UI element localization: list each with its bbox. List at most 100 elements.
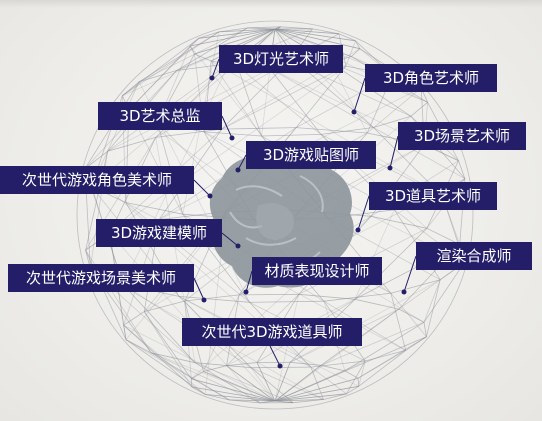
leader-dot: [201, 297, 207, 303]
mesh-line: [107, 137, 156, 152]
tag-material-designer: 材质表现设计师: [252, 257, 382, 285]
mesh-line: [338, 33, 356, 42]
mesh-line: [354, 209, 395, 300]
mesh-line: [138, 27, 248, 83]
leader-dot: [401, 289, 407, 295]
mesh-line: [274, 370, 346, 402]
mesh-line: [357, 378, 360, 387]
mesh-line: [320, 364, 345, 372]
mesh-line: [205, 394, 230, 401]
mesh-line: [256, 362, 276, 402]
mesh-line: [344, 336, 427, 372]
leader-line: [389, 135, 399, 169]
label-leader-lines: [193, 58, 417, 369]
mesh-line: [122, 284, 196, 363]
leader-dot: [387, 165, 393, 171]
mesh-line: [259, 400, 276, 404]
mesh-line: [191, 386, 276, 402]
mesh-line: [155, 128, 222, 138]
mesh-line: [125, 339, 152, 354]
mesh-line: [354, 298, 399, 310]
mesh-line: [259, 400, 276, 404]
mesh-line: [221, 127, 297, 130]
mesh-line: [398, 262, 465, 310]
mesh-line: [191, 386, 276, 402]
mesh-line: [176, 27, 248, 71]
mesh-line: [191, 371, 204, 380]
mesh-line: [269, 67, 374, 128]
tag-nextgen-character-artist: 次世代游戏角色美术师: [0, 166, 194, 194]
leader-line: [353, 77, 366, 113]
mesh-line: [390, 292, 427, 338]
leader-dot: [243, 289, 249, 295]
mesh-line: [366, 87, 422, 134]
mesh-line: [274, 294, 300, 402]
mesh-line: [228, 399, 276, 402]
mesh-line: [150, 352, 276, 402]
leader-line: [211, 58, 220, 79]
leader-dot: [351, 109, 357, 115]
mesh-line: [191, 378, 276, 402]
mesh-line: [184, 294, 240, 302]
mesh-line: [150, 352, 261, 404]
mesh-line: [189, 45, 195, 55]
mesh-line: [123, 324, 193, 388]
mesh-line: [330, 62, 368, 134]
mesh-line: [373, 115, 412, 128]
leader-dot: [229, 135, 235, 141]
mesh-line: [194, 362, 261, 404]
mesh-line: [237, 65, 322, 135]
mesh-line: [205, 394, 276, 402]
mesh-line: [458, 160, 466, 179]
mesh-line: [239, 293, 299, 296]
mesh-line: [151, 352, 196, 364]
tag-3d-prop-artist: 3D道具艺术师: [369, 182, 497, 210]
mesh-line: [218, 27, 248, 33]
mesh-line: [354, 228, 428, 300]
mesh-line: [390, 293, 407, 351]
mesh-line: [125, 202, 183, 215]
mesh-line: [290, 361, 322, 366]
leader-dot: [209, 75, 215, 81]
mesh-line: [123, 311, 145, 326]
mesh-line: [184, 300, 276, 402]
top-shadow-band: [0, 0, 542, 8]
mesh-line: [143, 311, 192, 380]
mesh-line: [226, 365, 276, 402]
leader-dot: [355, 227, 361, 233]
mesh-line: [274, 28, 356, 42]
mesh-line: [302, 66, 374, 128]
mesh-line: [344, 370, 359, 379]
mesh-line: [274, 364, 322, 402]
tag-3d-lighting-artist: 3D灯光艺术师: [219, 45, 343, 73]
mesh-line: [204, 131, 262, 137]
mesh-line: [218, 28, 276, 33]
leader-dot: [207, 193, 213, 199]
mesh-line: [274, 362, 291, 402]
mesh-line: [280, 26, 313, 30]
tag-nextgen-scene-artist: 次世代游戏场景美术师: [8, 264, 194, 292]
leader-line: [245, 270, 253, 293]
mesh-line: [423, 322, 427, 337]
mesh-line: [373, 127, 466, 180]
mesh-line: [274, 364, 322, 402]
mesh-line: [357, 336, 427, 379]
mesh-line: [194, 362, 252, 369]
mesh-line: [194, 53, 212, 62]
mesh-line: [296, 127, 368, 134]
mesh-line: [310, 366, 324, 400]
mesh-line: [274, 28, 360, 50]
mesh-line: [226, 362, 258, 367]
mesh-line: [122, 31, 220, 97]
mesh-line: [269, 67, 322, 135]
mesh-line: [205, 394, 276, 402]
tag-3d-art-director: 3D艺术总监: [98, 102, 222, 130]
tag-3d-game-texture-artist: 3D游戏贴图师: [246, 141, 376, 169]
mesh-line: [345, 40, 356, 67]
mesh-line: [122, 37, 199, 97]
mesh-line: [226, 365, 276, 402]
mesh-line: [298, 293, 356, 300]
mesh-line: [274, 308, 400, 402]
leader-line: [357, 195, 370, 231]
